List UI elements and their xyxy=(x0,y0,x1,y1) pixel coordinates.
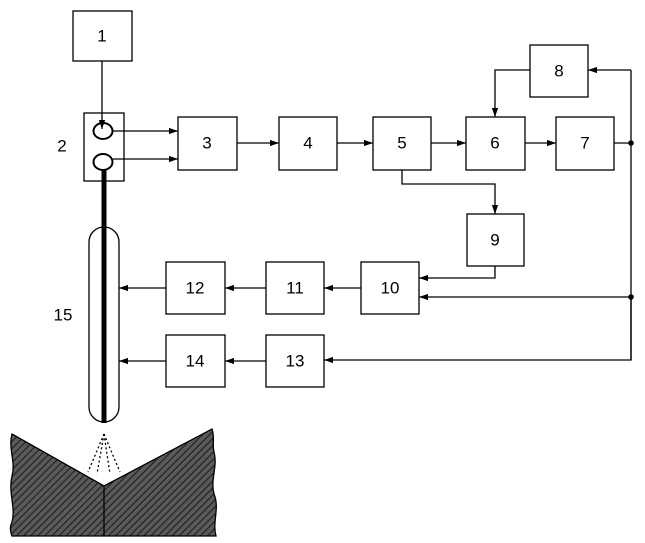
block-10: 10 xyxy=(361,262,419,314)
block-9-label: 9 xyxy=(490,231,499,250)
block-8: 8 xyxy=(530,45,588,97)
block-11-label: 11 xyxy=(286,279,304,298)
block-10-label: 10 xyxy=(381,279,400,298)
block-14-label: 14 xyxy=(186,352,205,371)
block-13-label: 13 xyxy=(286,352,305,371)
block-4-label: 4 xyxy=(303,134,312,153)
block-6: 6 xyxy=(466,117,525,170)
block-15-probe: 15 xyxy=(54,170,119,423)
block-5-label: 5 xyxy=(397,134,406,153)
block-5: 5 xyxy=(373,117,431,170)
block-1: 1 xyxy=(73,11,132,61)
block-9: 9 xyxy=(467,214,524,266)
block-14: 14 xyxy=(166,335,225,387)
workpiece xyxy=(10,429,216,536)
block-1-label: 1 xyxy=(97,27,106,46)
block-15-label: 15 xyxy=(54,306,73,325)
block-7: 7 xyxy=(556,117,614,170)
block-13: 13 xyxy=(266,335,324,387)
connections xyxy=(102,61,634,361)
block-6-label: 6 xyxy=(490,134,499,153)
block-3: 3 xyxy=(178,117,237,170)
block-7-label: 7 xyxy=(580,134,589,153)
spray-lines xyxy=(88,434,120,474)
block-2: 2 xyxy=(57,113,124,181)
block-4: 4 xyxy=(279,117,337,170)
block-2-label: 2 xyxy=(57,137,66,156)
block-12-label: 12 xyxy=(186,279,205,298)
block-3-label: 3 xyxy=(202,134,211,153)
block-12: 12 xyxy=(166,262,225,314)
block-11: 11 xyxy=(266,262,324,314)
block-8-label: 8 xyxy=(554,62,563,81)
